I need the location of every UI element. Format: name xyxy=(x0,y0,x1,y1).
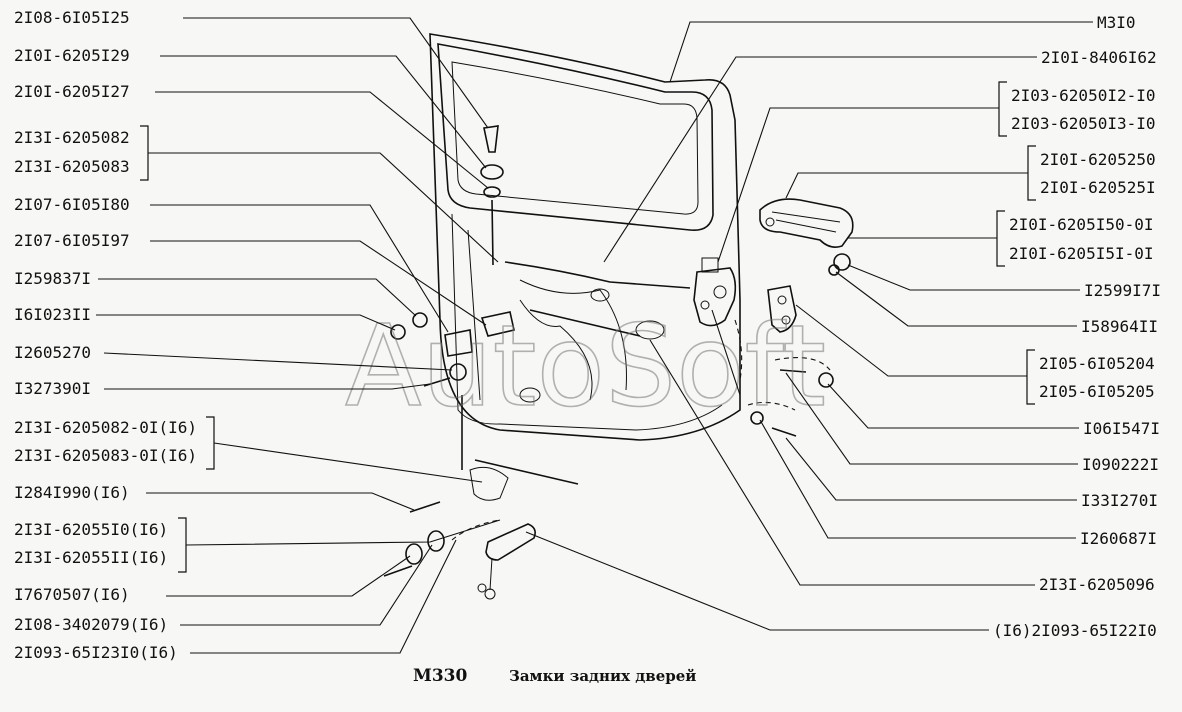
label-left-4: 2I3I-6205082 xyxy=(14,128,130,147)
labels-right: M3I0 2I0I-8406I62 2I03-62050I2-I0 2I03-6… xyxy=(993,13,1161,640)
outer-handle-icon xyxy=(759,198,854,248)
actuator-icon xyxy=(469,466,536,600)
lock-mechanism-icon xyxy=(693,257,737,327)
label-right-8: 2I0I-6205I5I-0I xyxy=(1009,244,1154,263)
label-left-19: 2I093-65I23I0(I6) xyxy=(14,643,178,662)
label-right-13: I06I547I xyxy=(1083,419,1160,438)
inner-handle-icon xyxy=(444,311,515,357)
labels-left: 2I08-6I05I25 2I0I-6205I29 2I0I-6205I27 2… xyxy=(14,8,197,662)
label-right-7: 2I0I-6205I50-0I xyxy=(1009,215,1154,234)
door-frame-icon xyxy=(429,33,741,441)
label-left-9: I6I023II xyxy=(14,305,91,324)
striker-icon xyxy=(767,285,797,333)
label-right-16: I260687I xyxy=(1080,529,1157,548)
right-leaders xyxy=(525,21,1093,631)
label-right-3: 2I03-62050I2-I0 xyxy=(1011,86,1156,105)
label-right-11: 2I05-6I05204 xyxy=(1039,354,1155,373)
label-right-2: 2I0I-8406I62 xyxy=(1041,48,1157,67)
label-left-8: I259837I xyxy=(14,269,91,288)
label-left-1: 2I08-6I05I25 xyxy=(14,8,130,27)
left-leaders xyxy=(96,17,501,654)
label-right-5: 2I0I-6205250 xyxy=(1040,150,1156,169)
label-left-14: I284I990(I6) xyxy=(14,483,130,502)
label-left-18: 2I08-3402079(I6) xyxy=(14,615,168,634)
label-right-15: I33I270I xyxy=(1081,491,1158,510)
watermark-text: AutoSoft xyxy=(345,302,826,432)
left-brackets xyxy=(140,125,215,573)
motion-arcs xyxy=(451,319,831,541)
label-left-12: 2I3I-6205082-0I(I6) xyxy=(14,418,197,437)
label-right-12: 2I05-6I05205 xyxy=(1039,382,1155,401)
label-left-3: 2I0I-6205I27 xyxy=(14,82,130,101)
label-right-6: 2I0I-620525I xyxy=(1040,178,1156,197)
label-left-11: I327390I xyxy=(14,379,91,398)
label-right-14: I090222I xyxy=(1082,455,1159,474)
label-right-4: 2I03-62050I3-I0 xyxy=(1011,114,1156,133)
label-right-18: (I6)2I093-65I22I0 xyxy=(993,621,1157,640)
caption-code: M330 xyxy=(413,666,467,686)
label-left-2: 2I0I-6205I29 xyxy=(14,46,130,65)
linkage-rods xyxy=(461,199,691,485)
label-left-17: I7670507(I6) xyxy=(14,585,130,604)
fasteners-icon xyxy=(383,125,851,577)
label-right-17: 2I3I-6205096 xyxy=(1039,575,1155,594)
label-right-10: I58964II xyxy=(1081,317,1158,336)
label-left-16: 2I3I-62055II(I6) xyxy=(14,548,168,567)
label-left-15: 2I3I-62055I0(I6) xyxy=(14,520,168,539)
label-left-6: 2I07-6I05I80 xyxy=(14,195,130,214)
label-left-13: 2I3I-6205083-0I(I6) xyxy=(14,446,197,465)
label-left-10: I2605270 xyxy=(14,343,91,362)
caption-title: Замки задних дверей xyxy=(509,667,696,685)
label-right-1: M3I0 xyxy=(1097,13,1136,32)
label-right-9: I2599I7I xyxy=(1084,281,1161,300)
label-left-7: 2I07-6I05I97 xyxy=(14,231,130,250)
label-left-5: 2I3I-6205083 xyxy=(14,157,130,176)
